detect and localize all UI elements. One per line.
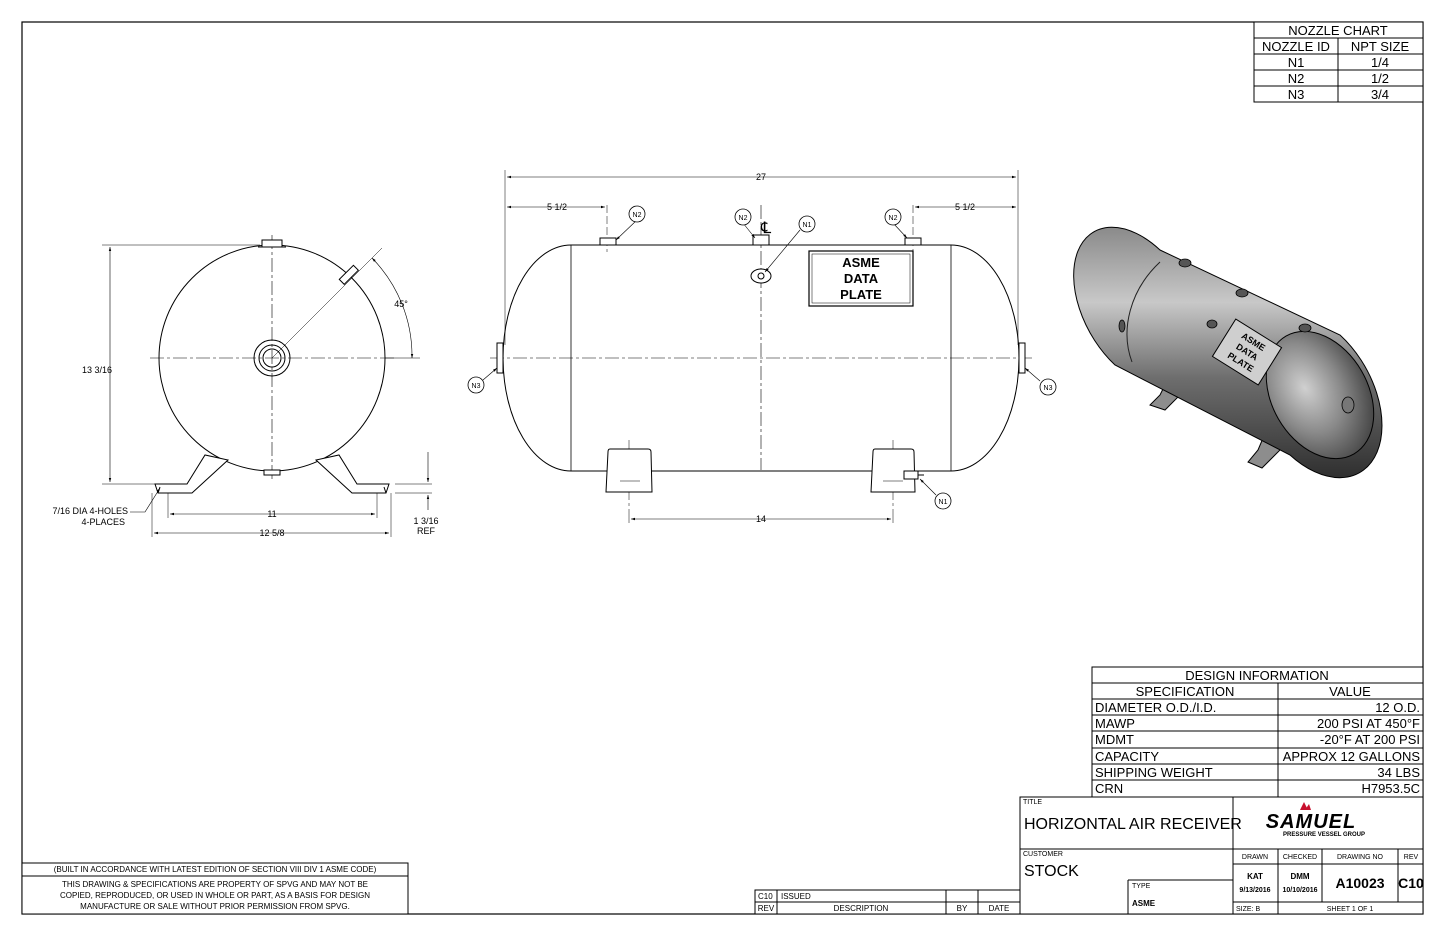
value-mawp: 200 PSI AT 450°F [1317, 716, 1420, 731]
dim-feet-span: 11 [267, 509, 276, 519]
callout-n2-left: N2 [633, 212, 642, 219]
note-holes-2: 4-PLACES [81, 517, 125, 527]
iso-view: ASME DATA PLATE [1073, 226, 1383, 479]
spec-mawp: MAWP [1095, 716, 1135, 731]
nozzle-row-n1-size: 1/4 [1371, 55, 1389, 70]
rev-value: C10 [1398, 875, 1424, 891]
type-value: ASME [1132, 899, 1156, 908]
value-shipping-weight: 34 LBS [1377, 765, 1420, 780]
sheet-label: SHEET 1 OF 1 [1327, 906, 1374, 913]
revision-block-text: C10 ISSUED REV DESCRIPTION BY DATE [758, 892, 1010, 913]
centerline-symbol: ℄ [760, 220, 772, 237]
dim-angle: 45° [394, 299, 408, 309]
dim-overall-length: 27 [756, 172, 766, 182]
value-capacity: APPROX 12 GALLONS [1283, 749, 1421, 764]
nozzle-chart: NOZZLE CHART NOZZLE ID NPT SIZE N1 1/4 N… [1253, 21, 1424, 103]
callout-n1-top: N1 [803, 222, 812, 229]
title-label: TITLE [1023, 799, 1042, 806]
design-info-header-value: VALUE [1329, 684, 1371, 699]
plate-line-3: PLATE [840, 287, 882, 302]
nozzle-row-n1-id: N1 [1288, 55, 1305, 70]
spec-crn: CRN [1095, 781, 1123, 796]
callout-n2-right: N2 [889, 215, 898, 222]
drawn-by: KAT [1247, 872, 1263, 881]
drawing-no-value: A10023 [1335, 875, 1384, 891]
dim-foot-height-ref: REF [417, 526, 436, 536]
side-view-labels: 27 5 1/2 5 1/2 14 ℄ ASME DATA PLATE N2 N… [472, 172, 1053, 524]
rev-header-by: BY [957, 904, 968, 913]
property-note-3: MANUFACTURE OR SALE WITHOUT PRIOR PERMIS… [80, 902, 350, 911]
size-label: SIZE: B [1236, 906, 1260, 913]
nozzle-row-n3-id: N3 [1288, 87, 1305, 102]
drawing-border [21, 21, 1424, 915]
spec-capacity: CAPACITY [1095, 749, 1159, 764]
checked-date: 10/10/2016 [1282, 887, 1317, 894]
iso-data-plate [1211, 318, 1283, 386]
drawn-label: DRAWN [1242, 854, 1268, 861]
checked-by: DMM [1290, 872, 1309, 881]
rev-header-rev: REV [758, 904, 775, 913]
dim-right-offset: 5 1/2 [955, 202, 975, 212]
design-info-title: DESIGN INFORMATION [1185, 668, 1328, 683]
dim-height: 13 3/16 [82, 365, 112, 375]
drawn-date: 9/13/2016 [1239, 887, 1270, 894]
rev-label: REV [1404, 854, 1419, 861]
asme-note: (BUILT IN ACCORDANCE WITH LATEST EDITION… [54, 865, 377, 874]
notes-text: (BUILT IN ACCORDANCE WITH LATEST EDITION… [54, 865, 377, 911]
design-info-table [1091, 666, 1424, 798]
nozzle-chart-title: NOZZLE CHART [1288, 23, 1387, 38]
checked-label: CHECKED [1283, 854, 1317, 861]
design-info-text: DESIGN INFORMATION SPECIFICATION VALUE D… [1095, 668, 1420, 796]
asme-data-plate [808, 250, 914, 307]
dim-overall-width: 12 5/8 [259, 528, 284, 538]
logo-subtext: PRESSURE VESSEL GROUP [1283, 832, 1365, 838]
callout-n3-left: N3 [472, 383, 481, 390]
customer-label: CUSTOMER [1023, 851, 1063, 858]
rev-row-desc: ISSUED [781, 892, 811, 901]
callout-n2-center: N2 [739, 215, 748, 222]
nozzle-row-n3-size: 3/4 [1371, 87, 1389, 102]
value-diameter: 12 O.D. [1375, 700, 1420, 715]
callout-n1-bottom: N1 [939, 499, 948, 506]
notes-block [21, 862, 409, 915]
nozzle-chart-header-id: NOZZLE ID [1262, 39, 1330, 54]
property-note-2: COPIED, REPRODUCED, OR USED IN WHOLE OR … [60, 891, 370, 900]
spec-diameter: DIAMETER O.D./I.D. [1095, 700, 1216, 715]
spec-mdmt: MDMT [1095, 732, 1134, 747]
end-view-labels: 13 3/16 45° 11 12 5/8 1 3/16 REF 7/16 DI… [52, 299, 438, 538]
rev-header-desc: DESCRIPTION [834, 904, 889, 913]
revision-block [754, 889, 1021, 915]
rev-header-date: DATE [989, 904, 1010, 913]
logo-text: SAMUEL [1266, 811, 1356, 833]
nozzle-row-n2-size: 1/2 [1371, 71, 1389, 86]
title-block [1019, 796, 1424, 915]
rev-row-rev: C10 [758, 892, 773, 901]
nozzle-row-n2-id: N2 [1288, 71, 1305, 86]
title-block-text: TITLE HORIZONTAL AIR RECEIVER CUSTOMER S… [1023, 799, 1424, 913]
nozzle-chart-header-size: NPT SIZE [1351, 39, 1410, 54]
customer-value: STOCK [1024, 863, 1079, 880]
value-crn: H7953.5C [1361, 781, 1420, 796]
plate-line-2: DATA [844, 271, 879, 286]
plate-line-1: ASME [842, 255, 880, 270]
spec-shipping-weight: SHIPPING WEIGHT [1095, 765, 1213, 780]
property-note-1: THIS DRAWING & SPECIFICATIONS ARE PROPER… [62, 880, 368, 889]
drawing-no-label: DRAWING NO [1337, 854, 1384, 861]
side-view [467, 170, 1057, 525]
type-label: TYPE [1132, 883, 1151, 890]
dim-left-offset: 5 1/2 [547, 202, 567, 212]
callout-n3-right: N3 [1044, 385, 1053, 392]
drawing-title: HORIZONTAL AIR RECEIVER [1024, 816, 1242, 833]
dim-foot-height: 1 3/16 [413, 516, 438, 526]
note-holes-1: 7/16 DIA 4-HOLES [52, 506, 128, 516]
design-info-header-spec: SPECIFICATION [1136, 684, 1235, 699]
dim-saddle-spacing: 14 [756, 514, 766, 524]
samuel-logo: SAMUEL PRESSURE VESSEL GROUP [1266, 802, 1365, 838]
value-mdmt: -20°F AT 200 PSI [1320, 732, 1420, 747]
end-view [102, 235, 432, 537]
